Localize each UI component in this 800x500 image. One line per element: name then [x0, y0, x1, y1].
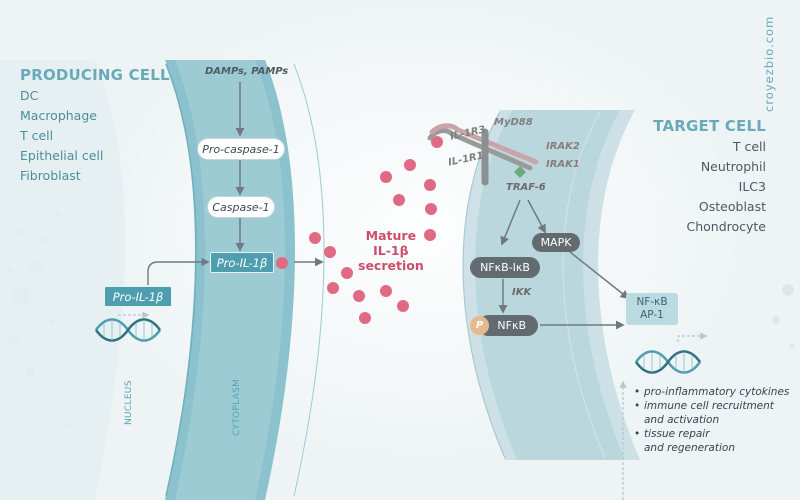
target-transcription-arrow [677, 332, 708, 342]
producing-cell-type: DC [20, 88, 39, 103]
phospho-badge: P [470, 316, 489, 335]
secretion-label: Mature IL-1β secretion [358, 228, 424, 273]
il1b-dot [431, 136, 443, 148]
target-cell-type: Chondrocyte [686, 219, 766, 234]
target-outline-right [562, 111, 606, 459]
il1b-dot [397, 300, 409, 312]
effect-item: • immune cell recruitment and activation [634, 400, 774, 426]
il1b-dot [425, 203, 437, 215]
il1b-dot [404, 159, 416, 171]
producer-outline-right [293, 63, 325, 497]
damps-pamps-label: DAMPs, PAMPs [205, 66, 289, 77]
producer-cytoplasm [0, 60, 125, 500]
caspase-1-box: Caspase-1 [207, 196, 275, 218]
producer-dna-icon [94, 318, 162, 342]
irak2-label: IRAK2 [546, 141, 580, 152]
il1b-dot [380, 171, 392, 183]
producing-cell-type: Epithelial cell [20, 148, 104, 163]
target-dna-icon [634, 350, 702, 374]
pro-caspase-1-box: Pro-caspase-1 [197, 138, 285, 160]
il1b-dot [380, 285, 392, 297]
il1b-dot [393, 194, 405, 206]
arrow-traf6-to-nfkb-ikb [500, 199, 521, 246]
producing-cell-list: DC Macrophage T cell Epithelial cell Fib… [20, 86, 103, 186]
pro-il1b-nucleus-box: Pro-IL-1β [104, 286, 172, 307]
producing-cell-type: T cell [20, 128, 54, 143]
target-cell-type: T cell [732, 139, 766, 154]
effects-list: • pro-inflammatory cytokines • immune ce… [634, 385, 789, 455]
decorative-dots-right [772, 284, 795, 349]
target-cell-type: Osteoblast [698, 199, 766, 214]
producing-cell-type: Macrophage [20, 108, 97, 123]
target-membrane-inner [475, 110, 625, 460]
pro-il1b-cytoplasm-box: Pro-IL-1β [210, 252, 274, 273]
arrow-nucleus-to-cytoplasm [147, 257, 210, 285]
nucleus-label: NUCLEUS [124, 380, 134, 425]
nfkb-pill: NFκB [478, 315, 538, 336]
producing-cell-type: Fibroblast [20, 168, 81, 183]
target-cell-type: Neutrophil [700, 159, 766, 174]
myd88-label: MyD88 [494, 117, 533, 128]
effect-item: • pro-inflammatory cytokines [634, 386, 790, 398]
il1b-dots [276, 136, 443, 324]
effect-item: • tissue repair and regeneration [634, 428, 735, 454]
traf6-marker [514, 166, 526, 178]
producer-membrane-inner [175, 60, 285, 500]
watermark: croyezbio.com [762, 15, 776, 112]
il1b-dot [353, 290, 365, 302]
traf6-label: TRAF-6 [506, 182, 546, 193]
il1r1-receptor [429, 123, 539, 165]
nfkb-ikb-pill: NFκB-IκB [470, 257, 540, 278]
il1b-dot [341, 267, 353, 279]
producer-outline-left [165, 63, 197, 497]
receptor-complex [427, 123, 539, 186]
secretion-line: IL-1β [373, 243, 409, 258]
il1b-dot [359, 312, 371, 324]
secretion-line: Mature [365, 228, 417, 243]
arrow-traf6-to-mapk [527, 199, 546, 234]
target-cell-type: ILC3 [738, 179, 766, 194]
il1b-dot [424, 229, 436, 241]
target-cell-heading: TARGET CELL [653, 117, 766, 135]
il1b-dot [424, 179, 436, 191]
tf-line: AP-1 [640, 309, 664, 321]
il1r3-receptor [427, 128, 533, 171]
arrow-mapk-to-tf [569, 251, 630, 300]
transcription-factor-box: NF-κB AP-1 [626, 293, 678, 325]
il1b-dot [276, 257, 288, 269]
cytoplasm-label: CYTOPLASM [232, 378, 242, 436]
target-cell-list: T cell Neutrophil ILC3 Osteoblast Chondr… [686, 137, 766, 237]
secretion-line: secretion [358, 258, 424, 273]
irak1-label: IRAK1 [546, 159, 580, 170]
tf-line: NF-κB [636, 296, 668, 308]
ikk-label: IKK [512, 287, 532, 298]
il1b-dot [309, 232, 321, 244]
il1b-dot [327, 282, 339, 294]
mapk-pill: MAPK [532, 233, 580, 252]
il1b-dot [324, 246, 336, 258]
producing-cell-heading: PRODUCING CELL [20, 66, 170, 84]
